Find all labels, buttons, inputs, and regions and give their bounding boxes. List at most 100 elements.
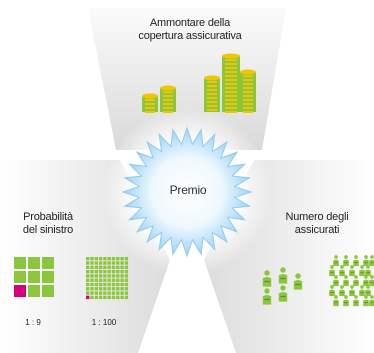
grid-cell <box>98 287 103 291</box>
grid-cell <box>107 291 111 295</box>
probability-grid-1-in-9 <box>14 257 54 297</box>
grid-cell <box>120 261 124 265</box>
grid-cell <box>90 274 94 278</box>
grid-cell <box>90 287 94 291</box>
grid-cell <box>116 291 120 295</box>
grid-cell <box>107 274 111 278</box>
person-icon <box>262 288 272 305</box>
grid-cell <box>103 291 107 295</box>
grid-cell <box>94 269 98 274</box>
grid-cell <box>86 257 90 261</box>
person-icon <box>365 265 371 277</box>
grid-cell <box>107 261 111 265</box>
grid-cell <box>98 278 103 282</box>
person-icon <box>278 267 288 284</box>
grid-cell <box>90 269 94 274</box>
person-icon <box>359 285 365 297</box>
grid-cell <box>86 291 90 295</box>
grid-cell <box>98 291 103 295</box>
person-icon <box>353 275 359 287</box>
grid-cell <box>120 274 124 278</box>
grid-cell <box>94 287 98 291</box>
person-icon <box>343 255 349 267</box>
grid-cell <box>116 261 120 265</box>
person-icon <box>359 265 365 277</box>
person-icon <box>339 265 345 277</box>
grid-cell <box>120 291 124 295</box>
probability-grid-1-in-100 <box>86 257 129 300</box>
grid-cell <box>103 287 107 291</box>
person-icon <box>333 295 339 307</box>
coin-stack-icon <box>142 53 256 113</box>
grid-cell <box>98 282 103 287</box>
grid-cell <box>42 257 54 269</box>
grid-cell <box>116 269 120 274</box>
grid-cell <box>103 269 107 274</box>
coin-stack-icon <box>204 75 220 112</box>
grid-cell <box>107 287 111 291</box>
person-icon <box>353 295 359 307</box>
grid-cell <box>103 261 107 265</box>
grid-cell <box>124 269 129 274</box>
person-icon <box>343 275 349 287</box>
grid-cell <box>94 274 98 278</box>
grid-cell <box>107 257 111 261</box>
grid-cell <box>116 282 120 287</box>
grid-cell <box>28 257 40 269</box>
grid-cell <box>120 257 124 261</box>
claim-probability-label: Probabilità del sinistro <box>22 211 74 236</box>
person-icon <box>349 265 355 277</box>
ratio-1-100: 1 : 100 <box>91 318 117 327</box>
person-icon <box>329 265 335 277</box>
grid-cell <box>124 295 129 300</box>
person-icon <box>369 275 374 287</box>
grid-cell <box>120 269 124 274</box>
grid-cell <box>116 278 120 282</box>
grid-cell <box>116 287 120 291</box>
grid-cell <box>86 261 90 265</box>
grid-cell <box>86 278 90 282</box>
grid-cell <box>111 257 116 261</box>
grid-cell <box>14 285 26 297</box>
coverage-amount-label: Ammontare della copertura assicurativa <box>138 17 242 42</box>
person-icon <box>343 295 349 307</box>
person-icon <box>369 255 374 267</box>
person-icon <box>349 285 355 297</box>
person-icon <box>262 270 272 287</box>
grid-cell <box>116 274 120 278</box>
grid-cell <box>116 257 120 261</box>
grid-cell <box>94 295 98 300</box>
starburst-icon <box>121 126 253 258</box>
person-icon <box>293 273 303 290</box>
grid-cell <box>14 271 26 283</box>
grid-cell <box>120 295 124 300</box>
grid-cell <box>120 282 124 287</box>
person-icon <box>365 285 371 297</box>
grid-cell <box>94 257 98 261</box>
grid-cell <box>94 261 98 265</box>
grid-cell <box>111 282 116 287</box>
grid-cell <box>111 295 116 300</box>
grid-cell <box>107 278 111 282</box>
coin-stack-icon <box>240 69 256 113</box>
grid-cell <box>98 274 103 278</box>
grid-cell <box>28 285 40 297</box>
grid-cell <box>120 278 124 282</box>
grid-cell <box>111 261 116 265</box>
grid-cell <box>86 269 90 274</box>
grid-cell <box>86 295 90 300</box>
grid-cell <box>42 285 54 297</box>
grid-cell <box>90 291 94 295</box>
grid-cell <box>98 265 103 269</box>
grid-cell <box>111 274 116 278</box>
person-icon-group-large <box>329 255 374 307</box>
grid-cell <box>86 287 90 291</box>
grid-cell <box>94 278 98 282</box>
grid-cell <box>94 265 98 269</box>
grid-cell <box>111 278 116 282</box>
grid-cell <box>124 265 129 269</box>
grid-cell <box>103 278 107 282</box>
person-icon <box>353 255 359 267</box>
grid-cell <box>90 257 94 261</box>
